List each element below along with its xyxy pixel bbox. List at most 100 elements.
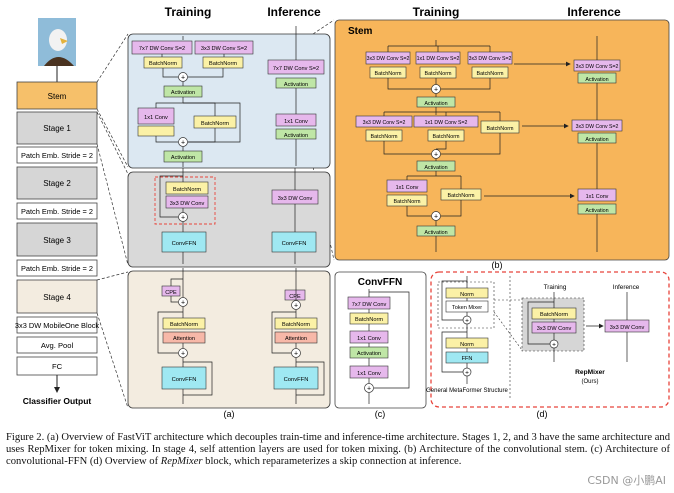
svg-text:ConvFFN: ConvFFN [282,241,307,247]
svg-text:Norm: Norm [460,342,474,348]
svg-text:BatchNorm: BatchNorm [170,322,198,328]
svg-text:+: + [434,214,438,221]
svg-text:+: + [465,369,469,376]
panel-a-label: (a) [224,409,235,419]
svg-text:Activation: Activation [284,133,308,139]
svg-text:+: + [181,75,185,82]
svg-text:Activation: Activation [284,82,308,88]
svg-text:BatchNorm: BatchNorm [173,187,201,193]
svg-text:3x3 DW Conv S=2: 3x3 DW Conv S=2 [576,64,619,70]
svg-text:3x3 DW Conv S=2: 3x3 DW Conv S=2 [576,124,619,130]
svg-text:+: + [181,215,185,222]
svg-text:+: + [465,317,469,324]
header-a-training: Training [165,5,212,19]
svg-text:FC: FC [52,362,63,371]
panel-d-label: (d) [537,409,548,419]
lc-stage4 [16,279,98,314]
svg-text:BatchNorm: BatchNorm [433,134,460,140]
svg-text:Activation: Activation [357,351,381,357]
lc-stem [16,81,98,110]
input-image [38,18,76,66]
svg-text:7x7 DW Conv S=2: 7x7 DW Conv S=2 [273,66,319,72]
figure-caption: Figure 2. (a) Overview of FastViT archit… [6,432,670,468]
lc-patch3 [16,259,98,277]
svg-text:3x3 DW Conv: 3x3 DW Conv [537,326,572,332]
svg-text:Activation: Activation [424,230,447,236]
svg-text:CPE: CPE [165,290,177,296]
svg-text:General MetaFormer Structure: General MetaFormer Structure [426,388,508,394]
watermark: CSDN @小鹏AI [587,474,666,487]
svg-text:Activation: Activation [585,77,608,83]
svg-text:Patch Emb. Stride = 2: Patch Emb. Stride = 2 [21,207,93,216]
fastvit-diagram: Training Inference Training Inference St… [15,5,670,419]
svg-text:Activation: Activation [585,137,608,143]
svg-text:Inference: Inference [613,284,640,291]
svg-text:ConvFFN: ConvFFN [284,377,309,383]
svg-text:+: + [367,386,371,393]
lc-patch1 [16,146,98,164]
panel-b: Stem 3x3 DW Conv S=2 1x1 DW Conv S=2 3x3… [334,19,670,261]
header-a-inference: Inference [267,5,321,19]
panel-d: Norm Token Mixer + Norm FFN + General Me… [426,271,670,408]
svg-text:BatchNorm: BatchNorm [209,61,237,67]
svg-text:Training: Training [544,284,567,291]
lc-stage3 [16,222,98,257]
svg-text:7x7 DW Conv S=2: 7x7 DW Conv S=2 [139,46,185,52]
svg-text:+: + [181,351,185,358]
svg-text:BatchNorm: BatchNorm [355,317,383,323]
svg-text:1x1 Conv: 1x1 Conv [144,115,168,121]
lc-patch2 [16,202,98,220]
svg-text:Attention: Attention [173,336,195,342]
svg-text:ConvFFN: ConvFFN [172,377,197,383]
svg-text:BatchNorm: BatchNorm [371,134,398,140]
svg-text:3x3 DW Conv S=2: 3x3 DW Conv S=2 [201,46,247,52]
svg-text:1x1 Conv: 1x1 Conv [396,185,419,191]
svg-text:1x1 DW Conv S=2: 1x1 DW Conv S=2 [417,56,460,62]
svg-text:(Ours): (Ours) [582,379,599,385]
svg-text:ConvFFN: ConvFFN [172,241,197,247]
svg-text:+: + [434,87,438,94]
svg-text:BatchNorm: BatchNorm [149,61,177,67]
svg-text:1x1 Conv: 1x1 Conv [284,119,308,125]
svg-text:+: + [181,300,185,307]
svg-text:3x3 DW Conv: 3x3 DW Conv [170,201,205,207]
lc-avgpool [16,336,98,354]
svg-text:BatchNorm: BatchNorm [201,121,229,127]
svg-text:+: + [294,351,298,358]
svg-text:Patch Emb. Stride = 2: Patch Emb. Stride = 2 [21,151,93,160]
svg-text:3x3 DW Conv: 3x3 DW Conv [610,325,645,331]
svg-text:CPE: CPE [289,294,301,300]
svg-text:Patch Emb. Stride = 2: Patch Emb. Stride = 2 [21,264,93,273]
lc-stage1 [16,111,98,145]
svg-text:7x7 DW Conv: 7x7 DW Conv [352,302,387,308]
svg-text:Stage 1: Stage 1 [43,124,71,133]
svg-text:Activation: Activation [171,155,195,161]
svg-text:BatchNorm: BatchNorm [394,199,421,205]
svg-text:Activation: Activation [424,101,447,107]
svg-text:+: + [434,152,438,159]
svg-text:Avg. Pool: Avg. Pool [41,341,74,350]
svg-text:Activation: Activation [424,165,447,171]
svg-text:BatchNorm: BatchNorm [282,322,310,328]
panel-b-title: Stem [348,26,373,37]
left-column: Stem Stage 1 Patch Emb. Stride = 2 Stage… [15,18,99,406]
svg-text:1x1 DW Conv S=2: 1x1 DW Conv S=2 [425,120,468,126]
svg-text:3x3 DW Conv S=2: 3x3 DW Conv S=2 [469,56,512,62]
svg-text:+: + [294,303,298,310]
svg-text:+: + [552,341,556,348]
panel-c-title: ConvFFN [358,277,402,288]
svg-text:Stage 3: Stage 3 [43,236,71,245]
svg-text:BatchNorm: BatchNorm [425,71,452,77]
svg-text:BatchNorm: BatchNorm [540,312,568,318]
svg-text:3x3 DW Conv S=2: 3x3 DW Conv S=2 [367,56,410,62]
panel-c-label: (c) [375,409,386,419]
svg-text:1x1 Conv: 1x1 Conv [357,371,381,377]
lc-stem-label: Stem [48,92,67,101]
svg-text:Stage 4: Stage 4 [43,293,71,302]
svg-text:+: + [181,140,185,147]
panel-b-label: (b) [492,260,503,270]
panel-a-attention: CPE + BatchNorm Attention + ConvFFN CPE … [127,268,331,409]
header-b-inference: Inference [567,5,621,19]
lc-mobileone [16,316,98,334]
svg-text:BatchNorm: BatchNorm [487,126,514,132]
